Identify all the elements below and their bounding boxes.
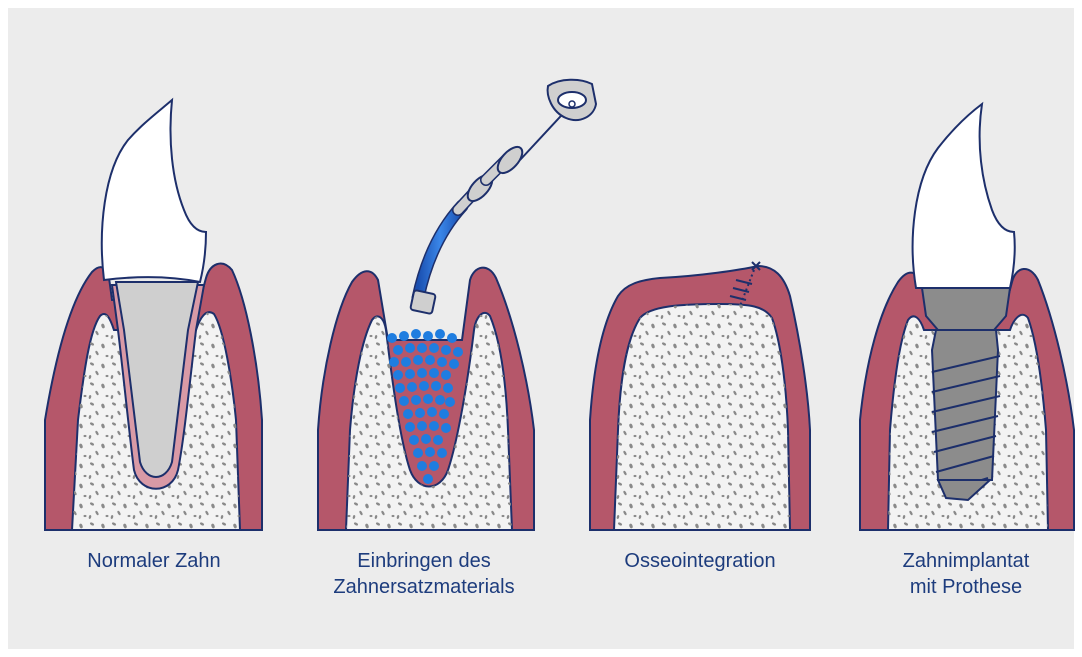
caption-line: Zahnimplantat	[846, 548, 1082, 574]
caption-graft-material: Einbringen des Zahnersatzmaterials	[304, 548, 544, 600]
implant-illustration	[860, 104, 1074, 530]
caption-line: Normaler Zahn	[34, 548, 274, 574]
caption-osseointegration: Osseointegration	[580, 548, 820, 574]
caption-line: Zahnersatzmaterials	[304, 574, 544, 600]
caption-line: Einbringen des	[304, 548, 544, 574]
graft-syringe	[410, 80, 596, 314]
caption-normal-tooth: Normaler Zahn	[34, 548, 274, 574]
caption-line: Osseointegration	[580, 548, 820, 574]
caption-implant-prosthesis: Zahnimplantat mit Prothese	[846, 548, 1082, 600]
osseointegration-illustration	[590, 262, 810, 530]
normal-tooth-illustration	[45, 100, 262, 530]
bone-graft-illustration	[318, 80, 596, 530]
caption-line: mit Prothese	[846, 574, 1082, 600]
